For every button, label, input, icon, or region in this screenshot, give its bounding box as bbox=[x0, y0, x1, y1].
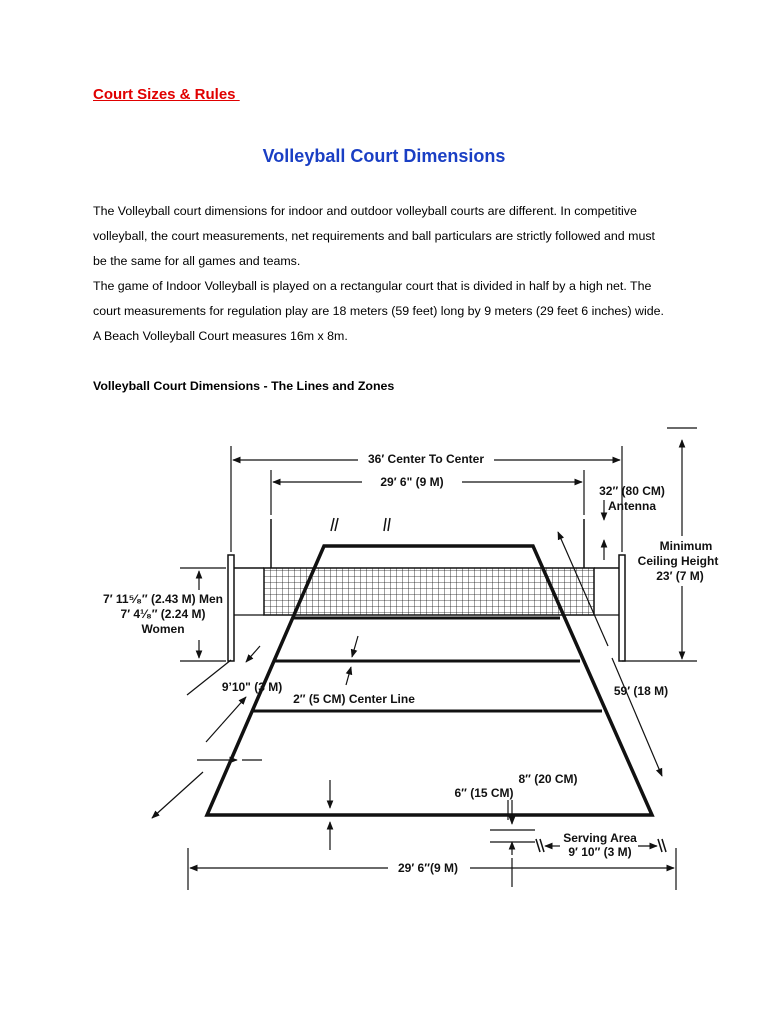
dimension-lines bbox=[151, 427, 697, 890]
indoor-paragraph: The game of Indoor Volleyball is played … bbox=[93, 274, 693, 349]
ceiling-height-label: 23′ (7 M) bbox=[656, 569, 704, 583]
back-line-label: 6″ (15 CM) bbox=[454, 786, 513, 800]
antenna-label: Antenna bbox=[608, 499, 656, 513]
attack-zone-label: 9’10" (3 M) bbox=[222, 680, 282, 694]
women-label: Women bbox=[141, 622, 184, 636]
paragraph-line: A Beach Volleyball Court measures 16m x … bbox=[93, 329, 348, 343]
court-outline bbox=[204, 544, 655, 817]
net-height-men-label: 7′ 11⁵⁄₈″ (2.43 M) Men bbox=[103, 592, 223, 606]
center-to-center-label: 36′ Center To Center bbox=[368, 452, 484, 466]
serving-area-marks bbox=[535, 838, 667, 853]
subheading: Volleyball Court Dimensions - The Lines … bbox=[93, 379, 395, 393]
paragraph-line: volleyball, the court measurements, net … bbox=[93, 229, 655, 243]
net-height-women-label: 7′ 4¹⁄₈″ (2.24 M) bbox=[121, 607, 206, 621]
serving-area-size-label: 9′ 10″ (3 M) bbox=[568, 845, 631, 859]
net bbox=[227, 554, 626, 662]
page-title: Volleyball Court Dimensions bbox=[262, 146, 506, 166]
antenna bbox=[270, 517, 585, 568]
paragraph-line: The game of Indoor Volleyball is played … bbox=[93, 279, 652, 293]
net-width-label: 29′ 6" (9 M) bbox=[380, 475, 443, 489]
intro-paragraph: The Volleyball court dimensions for indo… bbox=[93, 199, 693, 274]
ceiling-height-label: Ceiling Height bbox=[638, 554, 719, 568]
antenna-size-label: 32″ (80 CM) bbox=[599, 484, 665, 498]
center-line-label: 2″ (5 CM) Center Line bbox=[293, 692, 415, 706]
court-width-label: 29′ 6″(9 M) bbox=[398, 861, 458, 875]
ceiling-height-label: Minimum bbox=[660, 539, 713, 553]
paragraph-line: court measurements for regulation play a… bbox=[93, 304, 664, 318]
paragraph-line: The Volleyball court dimensions for indo… bbox=[93, 204, 637, 218]
service-mark-label: 8″ (20 CM) bbox=[518, 772, 577, 786]
serving-area-label: Serving Area bbox=[563, 831, 637, 845]
section-heading: Court Sizes & Rules bbox=[93, 86, 240, 103]
court-length-label: 59′ (18 M) bbox=[614, 684, 668, 698]
paragraph-line: be the same for all games and teams. bbox=[93, 254, 301, 268]
